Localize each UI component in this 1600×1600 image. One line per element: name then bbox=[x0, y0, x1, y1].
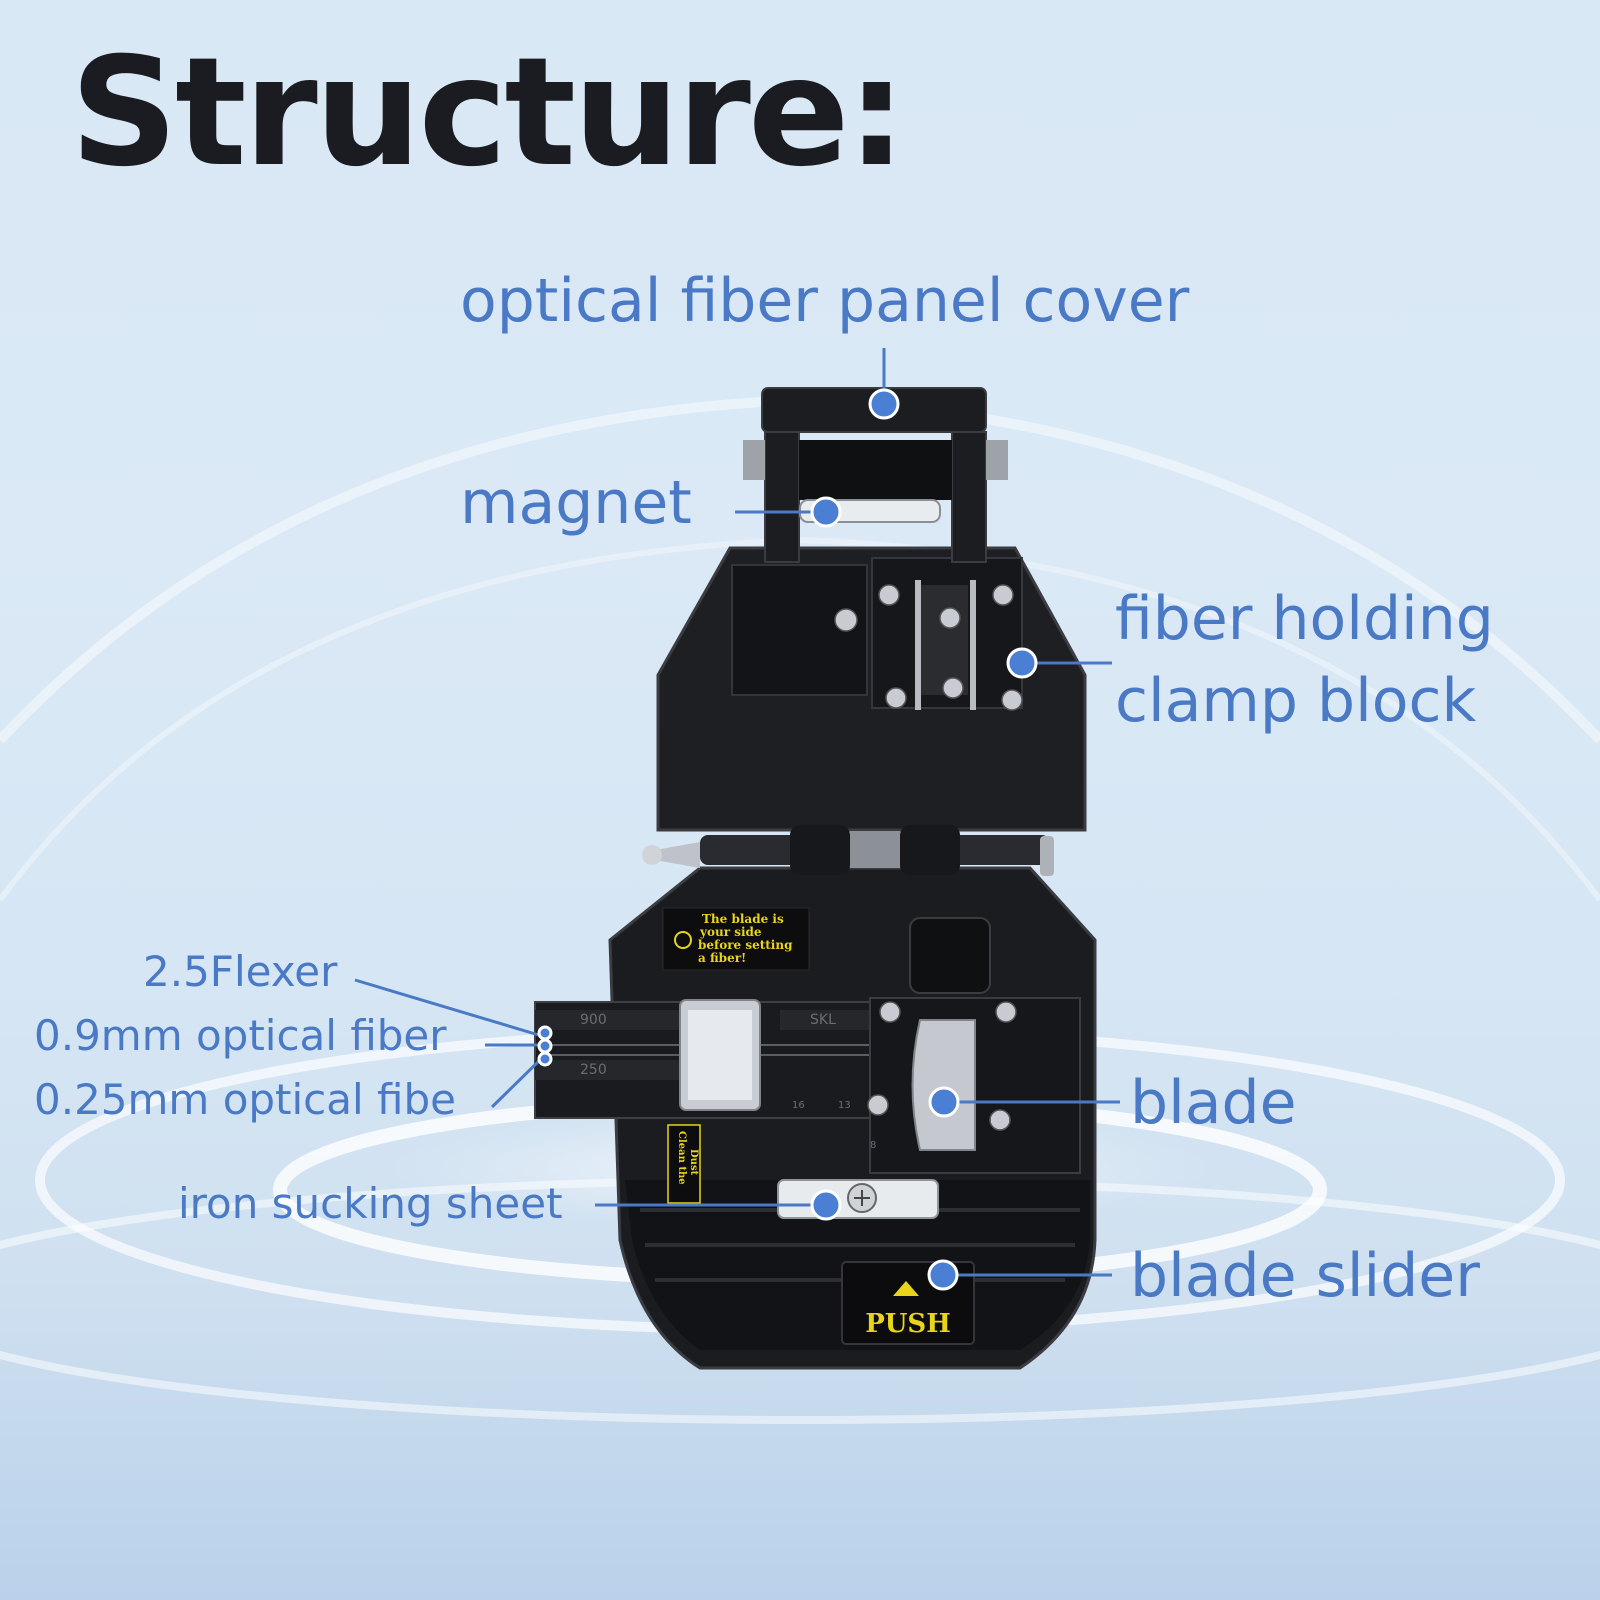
callout-dot-fiber-09 bbox=[537, 1038, 553, 1054]
label-fiber-09: 0.9mm optical fiber bbox=[34, 1011, 447, 1060]
callout-dot-magnet bbox=[810, 496, 842, 528]
callout-dot-blade-slider bbox=[927, 1259, 959, 1291]
label-flexer: 2.5Flexer bbox=[143, 947, 338, 996]
callout-line-flexer bbox=[354, 978, 543, 1038]
warning-text-1: The blade is bbox=[702, 912, 784, 926]
scale-13: 13 bbox=[838, 1100, 851, 1111]
warning-text-3: before setting bbox=[698, 938, 793, 952]
warning-text-2: your side bbox=[699, 925, 762, 939]
callout-dot-fiber-025 bbox=[537, 1051, 553, 1067]
scale-16: 16 bbox=[792, 1100, 805, 1111]
push-text: PUSH bbox=[865, 1309, 951, 1339]
callout-dot-panel-cover bbox=[868, 388, 900, 420]
tray-skl-label: SKL bbox=[810, 1012, 836, 1028]
label-blade-slider: blade slider bbox=[1130, 1241, 1480, 1311]
scale-8: 8 bbox=[870, 1140, 876, 1151]
callout-dot-blade bbox=[928, 1086, 960, 1118]
label-panel-cover: optical fiber panel cover bbox=[460, 266, 1190, 336]
warning-sticker bbox=[662, 907, 810, 971]
label-clamp-block-line1: fiber holding bbox=[1115, 584, 1494, 654]
label-iron-sheet: iron sucking sheet bbox=[178, 1179, 563, 1228]
clean-text-2: Dust bbox=[688, 1149, 699, 1176]
warning-text-4: a fiber! bbox=[698, 951, 746, 965]
page-title: Structure: bbox=[70, 26, 907, 200]
label-fiber-025: 0.25mm optical fibe bbox=[34, 1075, 456, 1124]
label-clamp-block-line2: clamp block bbox=[1115, 666, 1477, 736]
clean-text-1: Clean the bbox=[676, 1131, 687, 1185]
callout-dot-clamp-block bbox=[1006, 647, 1038, 679]
callout-dot-flexer bbox=[537, 1025, 553, 1041]
label-blade: blade bbox=[1130, 1068, 1297, 1138]
tray-900-label: 900 bbox=[580, 1012, 607, 1028]
label-magnet: magnet bbox=[460, 468, 692, 538]
tray-250-label: 250 bbox=[580, 1062, 607, 1078]
blade-disc bbox=[911, 1019, 976, 1151]
callout-dot-iron-sheet bbox=[810, 1189, 842, 1221]
callout-line-fiber-025 bbox=[490, 1056, 544, 1109]
clean-sticker bbox=[667, 1124, 701, 1204]
